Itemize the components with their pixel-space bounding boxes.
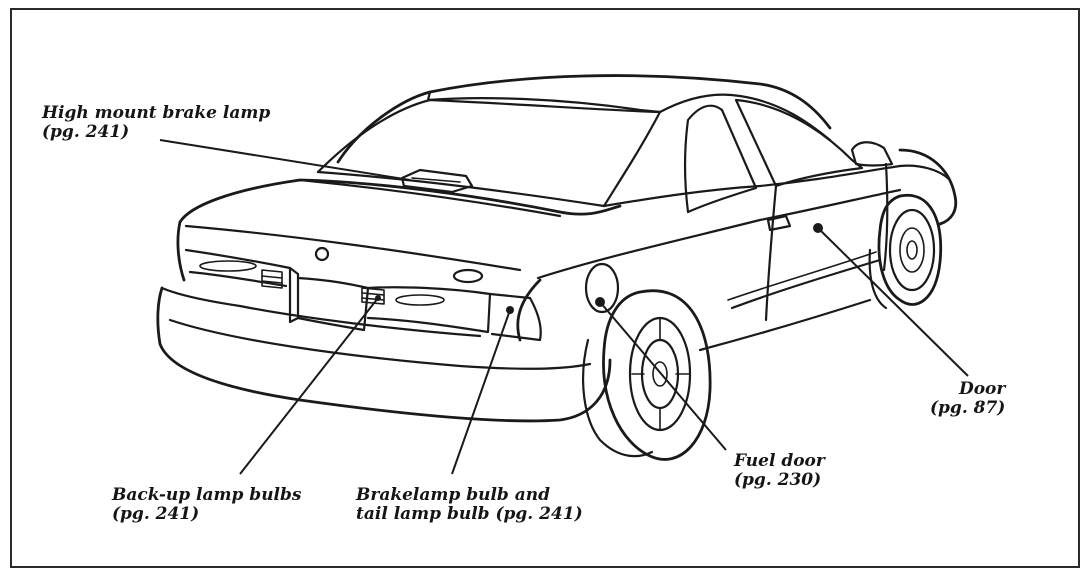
marker-fuel-door xyxy=(595,297,605,307)
leader-backup xyxy=(239,297,379,475)
rear-wheel xyxy=(582,289,712,461)
label-fuel-door-line1: Fuel door xyxy=(734,451,825,471)
leader-fuel-door xyxy=(599,301,727,451)
marker-backup xyxy=(375,295,381,301)
marker-brakelamp xyxy=(506,306,514,314)
label-backup-line2: (pg. 241) xyxy=(112,504,200,524)
front-wheel xyxy=(868,193,943,310)
diagram-frame xyxy=(10,8,1080,568)
label-door-line1: Door xyxy=(958,379,1006,399)
label-brakelamp-line2: tail lamp bulb (pg. 241) xyxy=(356,504,583,524)
label-backup-line1: Back-up lamp bulbs xyxy=(112,485,302,505)
marker-door xyxy=(813,223,823,233)
leader-lines xyxy=(159,139,969,475)
label-back-up-lamp-bulbs: Back-up lamp bulbs (pg. 241) xyxy=(112,486,301,524)
leader-brakelamp xyxy=(451,309,511,475)
label-brakelamp-line1: Brakelamp bulb and xyxy=(356,485,550,505)
label-high-mount-brake-lamp: High mount brake lamp (pg. 241) xyxy=(42,104,270,142)
car-body xyxy=(156,74,958,423)
label-door-line2: (pg. 87) xyxy=(930,398,1006,418)
label-door: Door (pg. 87) xyxy=(930,380,1005,418)
label-fuel-door-line2: (pg. 230) xyxy=(734,470,822,490)
label-brakelamp-tail-lamp-bulb: Brakelamp bulb and tail lamp bulb (pg. 2… xyxy=(356,486,583,524)
label-fuel-door: Fuel door (pg. 230) xyxy=(734,452,825,490)
label-high-mount-line1: High mount brake lamp xyxy=(42,103,271,123)
leader-high-mount xyxy=(159,139,411,181)
leader-door xyxy=(817,227,969,377)
label-high-mount-line2: (pg. 241) xyxy=(42,122,130,142)
